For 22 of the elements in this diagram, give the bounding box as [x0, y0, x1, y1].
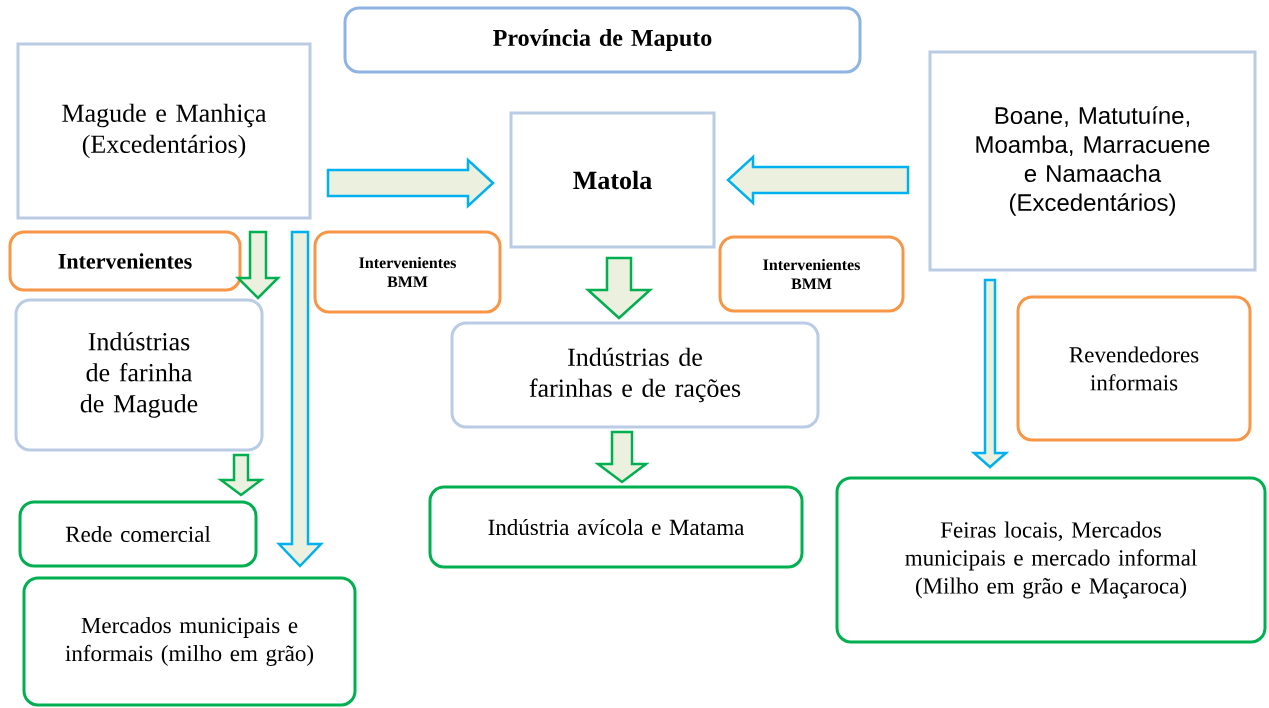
actor-box: Intervenientes BMM: [718, 235, 905, 313]
region-box: Boane, Matutuíne, Moamba, Marracuene e Namaacha (Excedentários): [928, 50, 1257, 272]
block-arrow: [594, 430, 650, 484]
industry-box: Indústrias de farinha de Magude: [14, 298, 264, 452]
block-arrow: [726, 154, 910, 206]
block-arrow: [326, 157, 495, 209]
market-box: Indústria avícola e Matama: [428, 485, 804, 569]
actor-box: Intervenientes BMM: [313, 230, 502, 314]
title-box: Província de Maputo: [343, 6, 862, 74]
city-box: Matola: [509, 111, 716, 249]
region-box: Magude e Manhiça (Excedentários): [16, 42, 312, 220]
market-box: Mercados municipais e informais (milho em grão): [22, 576, 357, 707]
market-box: Feiras locais, Mercados municipais e mercado informal (Milho em grão e Maçaroca): [835, 476, 1267, 644]
block-arrow: [584, 256, 654, 320]
industry-box: Indústrias de farinhas e de rações: [450, 321, 820, 429]
block-arrow: [235, 230, 282, 300]
block-arrow: [217, 453, 265, 497]
actor-box: Intervenientes: [8, 230, 242, 292]
block-arrow: [276, 230, 324, 568]
reseller-box: Revendedores informais: [1016, 295, 1252, 442]
market-box: Rede comercial: [18, 500, 258, 568]
block-arrow: [970, 278, 1010, 469]
